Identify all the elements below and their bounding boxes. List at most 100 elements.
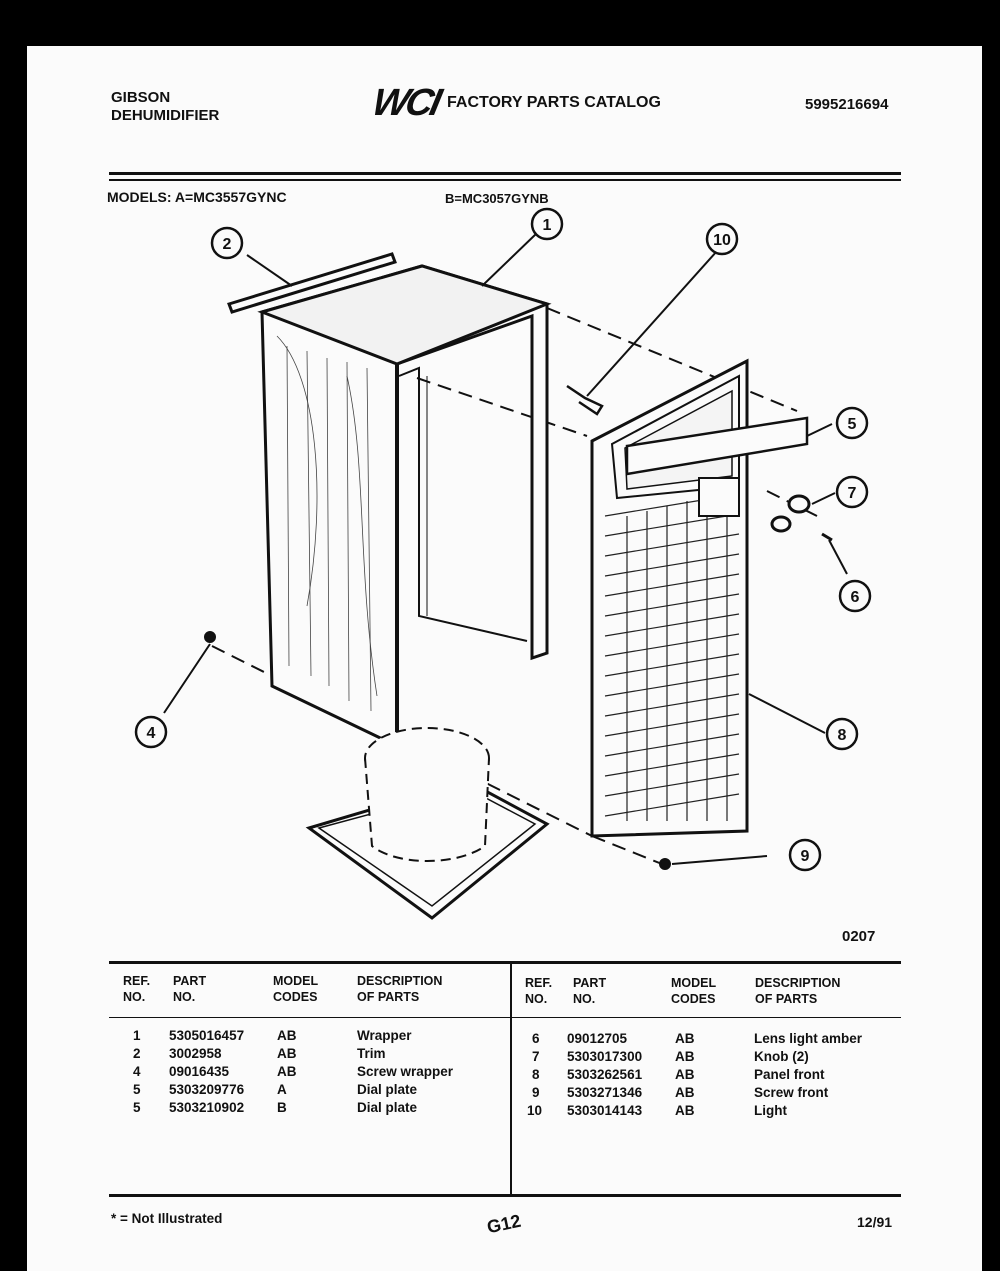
- svg-text:2: 2: [223, 236, 232, 253]
- cell-text: Lens light amber: [754, 1031, 863, 1046]
- cell-text: 6: [532, 1031, 540, 1046]
- cell-text: 5: [133, 1082, 141, 1097]
- cell-text: MODEL: [671, 976, 717, 990]
- brand-name: GIBSON: [111, 89, 171, 106]
- cell-text: PART: [173, 974, 207, 988]
- cell-text: 5303210902: [169, 1100, 245, 1115]
- cell-text: AB: [277, 1064, 297, 1079]
- page-number: G12: [485, 1210, 523, 1238]
- header-desc-right: DESCRIPTION OF PARTS: [755, 975, 840, 1007]
- cell-text: 3002958: [169, 1046, 222, 1061]
- brand-block: GIBSON DEHUMIDIFIER: [111, 89, 219, 125]
- callout-bubbles: 2 1 10 5 7 6 8 9 4: [134, 207, 872, 872]
- header-ref-right: REF. NO.: [525, 975, 552, 1007]
- cell-text: NO.: [123, 990, 146, 1004]
- cell-text: 5303209776: [169, 1082, 245, 1097]
- cell-text: 5305016457: [169, 1028, 245, 1043]
- footnote: * = Not Illustrated: [111, 1211, 223, 1226]
- figure-code: 0207: [842, 928, 876, 945]
- cell-text: AB: [277, 1046, 297, 1061]
- cell-text: 5303014143: [567, 1103, 643, 1118]
- cell-text: DESCRIPTION: [357, 974, 443, 988]
- cell-text: AB: [675, 1085, 695, 1100]
- cell-text: 2: [133, 1046, 141, 1061]
- callout-1: 1: [530, 207, 564, 241]
- callout-4: 4: [134, 715, 168, 749]
- callout-2: 2: [210, 226, 244, 260]
- cell-text: Wrapper: [357, 1028, 412, 1043]
- cell-text: REF.: [525, 976, 553, 990]
- cell-text: CODES: [273, 990, 318, 1004]
- cell-text: AB: [277, 1028, 297, 1043]
- table-divider: [510, 961, 512, 1194]
- header-part-right: PART NO.: [573, 975, 606, 1007]
- header-ref-left: REF. NO.: [123, 973, 150, 1005]
- cell-text: Dial plate: [357, 1100, 418, 1115]
- svg-text:8: 8: [838, 727, 847, 744]
- svg-text:7: 7: [848, 485, 857, 502]
- callout-7: 7: [835, 475, 869, 509]
- cell-text: Panel front: [754, 1067, 825, 1082]
- cell-text: NO.: [573, 992, 596, 1006]
- svg-text:1: 1: [543, 217, 552, 234]
- cell-text: PART: [573, 976, 607, 990]
- document-number: 5995216694: [805, 96, 889, 113]
- catalog-title: FACTORY PARTS CATALOG: [447, 94, 661, 111]
- svg-text:5: 5: [848, 416, 857, 433]
- cell-text: 09012705: [567, 1031, 628, 1046]
- table-header-rule: [109, 1017, 901, 1018]
- header-model-right: MODEL CODES: [671, 975, 716, 1007]
- cell-text: B: [277, 1100, 287, 1115]
- svg-text:10: 10: [713, 232, 731, 249]
- models-label-a: MODELS: A=MC3557GYNC: [107, 189, 287, 205]
- exploded-parts-diagram: 2 1 10 5 7 6 8 9 4: [134, 207, 872, 920]
- cell-text: AB: [675, 1031, 695, 1046]
- header-rule-2: [109, 179, 901, 181]
- cell-text: DESCRIPTION: [755, 976, 841, 990]
- callout-9: 9: [788, 838, 822, 872]
- header-desc-left: DESCRIPTION OF PARTS: [357, 973, 442, 1005]
- svg-text:6: 6: [851, 589, 860, 606]
- revision-date: 12/91: [857, 1214, 893, 1230]
- cell-text: A: [277, 1082, 287, 1097]
- cell-text: AB: [675, 1103, 695, 1118]
- cell-text: 09016435: [169, 1064, 230, 1079]
- svg-text:4: 4: [147, 725, 156, 742]
- callout-10: 10: [705, 222, 739, 256]
- cell-text: 5303017300: [567, 1049, 643, 1064]
- cell-text: 1: [133, 1028, 141, 1043]
- cell-text: 5303262561: [567, 1067, 643, 1082]
- cell-text: MODEL: [273, 974, 319, 988]
- models-label-b: B=MC3057GYNB: [445, 191, 549, 206]
- cell-text: Dial plate: [357, 1082, 418, 1097]
- cell-text: 9: [532, 1085, 540, 1100]
- callout-5: 5: [835, 406, 869, 440]
- table-bottom-rule: [109, 1194, 901, 1197]
- cell-text: 10: [527, 1103, 543, 1118]
- cell-text: 5: [133, 1100, 141, 1115]
- catalog-page: GIBSON DEHUMIDIFIER WCI FACTORY PARTS CA…: [27, 46, 982, 1271]
- cell-text: CODES: [671, 992, 716, 1006]
- product-name: DEHUMIDIFIER: [111, 107, 220, 124]
- cell-text: Screw wrapper: [357, 1064, 454, 1079]
- table-top-rule: [109, 961, 901, 964]
- cell-text: AB: [675, 1067, 695, 1082]
- cell-text: OF PARTS: [357, 990, 420, 1004]
- cell-text: OF PARTS: [755, 992, 818, 1006]
- cell-text: Light: [754, 1103, 787, 1118]
- header-rule: [109, 172, 901, 175]
- cell-text: Knob (2): [754, 1049, 809, 1064]
- cell-text: 8: [532, 1067, 540, 1082]
- cell-text: NO.: [525, 992, 548, 1006]
- cell-text: 4: [133, 1064, 141, 1079]
- cell-text: 5303271346: [567, 1085, 643, 1100]
- cell-text: Trim: [357, 1046, 386, 1061]
- cell-text: REF.: [123, 974, 151, 988]
- cell-text: AB: [675, 1049, 695, 1064]
- header-model-left: MODEL CODES: [273, 973, 318, 1005]
- callout-6: 6: [838, 579, 872, 613]
- cell-text: Screw front: [754, 1085, 829, 1100]
- svg-text:9: 9: [801, 848, 810, 865]
- cell-text: 7: [532, 1049, 540, 1064]
